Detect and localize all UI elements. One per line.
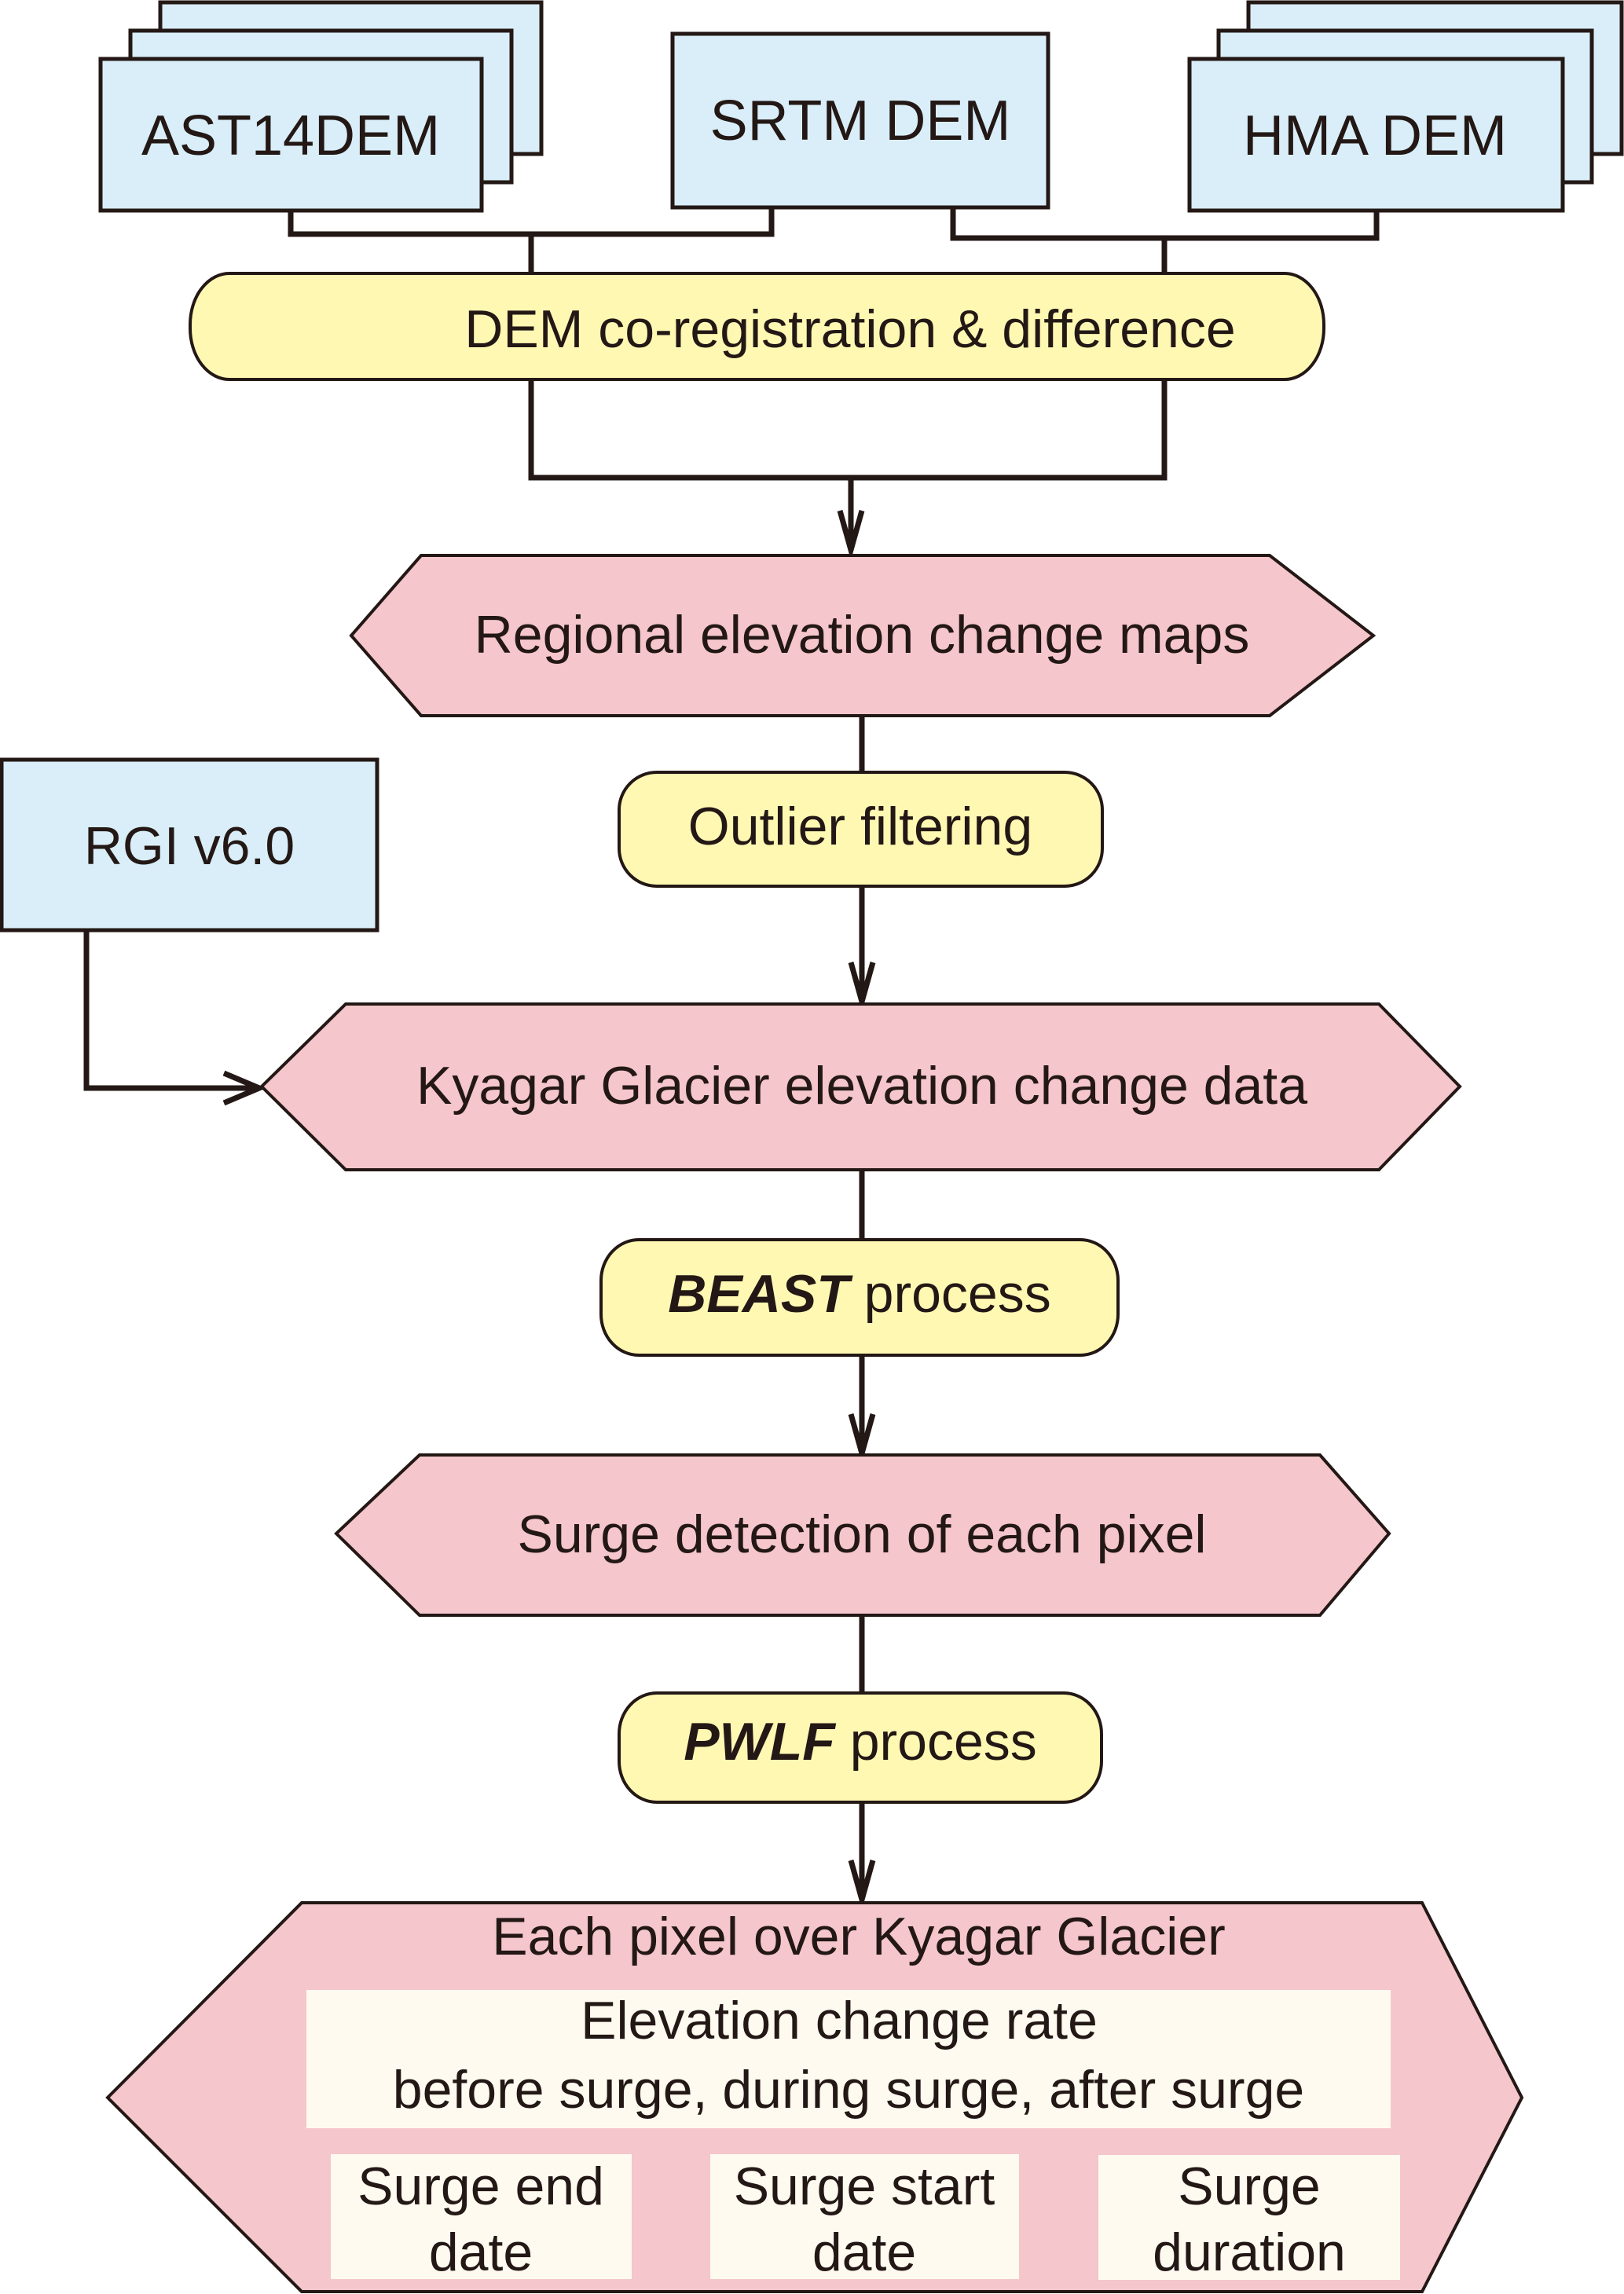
pwlf-label: PWLF process bbox=[684, 1712, 1037, 1772]
end-date-cell bbox=[331, 2154, 632, 2279]
start-date-cell bbox=[710, 2154, 1019, 2279]
rgi-box bbox=[0, 757, 379, 933]
output-node: Each pixel over Kyagar Glacier Elevation… bbox=[105, 1901, 1524, 2293]
hma-dem-stack: HMA DEM bbox=[1187, 0, 1624, 213]
srtm-dem-label: SRTM DEM bbox=[710, 90, 1011, 152]
rate-cell bbox=[306, 1990, 1391, 2128]
surge-detection-node: Surge detection of each pixel bbox=[334, 1453, 1391, 1617]
pwlf-box bbox=[618, 1691, 1103, 1804]
bracket-bottom bbox=[528, 379, 1168, 481]
rgi-label: RGI v6.0 bbox=[84, 816, 295, 876]
beast-node: BEAST process bbox=[599, 1238, 1120, 1357]
srtm-dem-node: SRTM DEM bbox=[670, 31, 1050, 210]
pwlf-rest: process bbox=[835, 1712, 1037, 1772]
regional-hexagon bbox=[349, 554, 1377, 717]
rgi-node: RGI v6.0 bbox=[0, 757, 379, 1106]
duration-line2: duration bbox=[1153, 2223, 1346, 2282]
surge-detection-label: Surge detection of each pixel bbox=[517, 1504, 1206, 1564]
kyagar-node: Kyagar Glacier elevation change data bbox=[259, 1002, 1462, 1171]
coregistration-node: DEM co-registration & difference bbox=[189, 272, 1325, 381]
arrow-head-4 bbox=[848, 1860, 876, 1910]
end-date-line2: date bbox=[429, 2223, 533, 2282]
beast-box bbox=[599, 1238, 1120, 1357]
ast14dem-layer-1 bbox=[98, 57, 484, 213]
input-connectors bbox=[288, 207, 1380, 273]
hma-dem-label: HMA DEM bbox=[1243, 104, 1507, 167]
start-date-line2: date bbox=[812, 2223, 916, 2282]
rate-line1: Elevation change rate bbox=[581, 1991, 1098, 2050]
ast14dem-stack: AST14DEM bbox=[98, 0, 544, 213]
regional-to-kyagar-connector bbox=[848, 716, 876, 1012]
coreg-to-regional-connector bbox=[528, 379, 1168, 560]
regional-label: Regional elevation change maps bbox=[475, 605, 1250, 665]
beast-italic: BEAST bbox=[668, 1264, 853, 1324]
outlier-node: Outlier filtering bbox=[618, 771, 1104, 888]
duration-cell bbox=[1098, 2155, 1400, 2280]
duration-line1: Surge bbox=[1178, 2157, 1320, 2216]
beast-label: BEAST process bbox=[668, 1264, 1050, 1324]
pwlf-italic: PWLF bbox=[684, 1712, 836, 1772]
arrow-head-rgi bbox=[222, 1070, 266, 1106]
rate-line2: before surge, during surge, after surge bbox=[393, 2060, 1304, 2120]
arrow-head-2 bbox=[848, 962, 876, 1012]
surge-detection-hexagon bbox=[334, 1453, 1391, 1617]
beast-rest: process bbox=[849, 1264, 1051, 1324]
kyagar-label: Kyagar Glacier elevation change data bbox=[416, 1056, 1307, 1116]
regional-node: Regional elevation change maps bbox=[349, 554, 1377, 717]
end-date-line1: Surge end bbox=[357, 2157, 604, 2216]
arrow-head-1 bbox=[837, 510, 865, 560]
start-date-line1: Surge start bbox=[734, 2157, 995, 2216]
ast14dem-label: AST14DEM bbox=[141, 104, 440, 167]
coregistration-label: DEM co-registration & difference bbox=[464, 299, 1235, 359]
rgi-connector bbox=[83, 930, 259, 1091]
surge-to-output-connector bbox=[848, 1615, 876, 1910]
outlier-label: Outlier filtering bbox=[688, 797, 1032, 856]
output-title: Each pixel over Kyagar Glacier bbox=[492, 1907, 1226, 1966]
coregistration-box bbox=[189, 272, 1325, 381]
kyagar-hexagon bbox=[259, 1002, 1462, 1171]
srtm-dem-box bbox=[670, 31, 1050, 210]
pwlf-node: PWLF process bbox=[618, 1691, 1103, 1804]
outlier-box bbox=[618, 771, 1104, 888]
